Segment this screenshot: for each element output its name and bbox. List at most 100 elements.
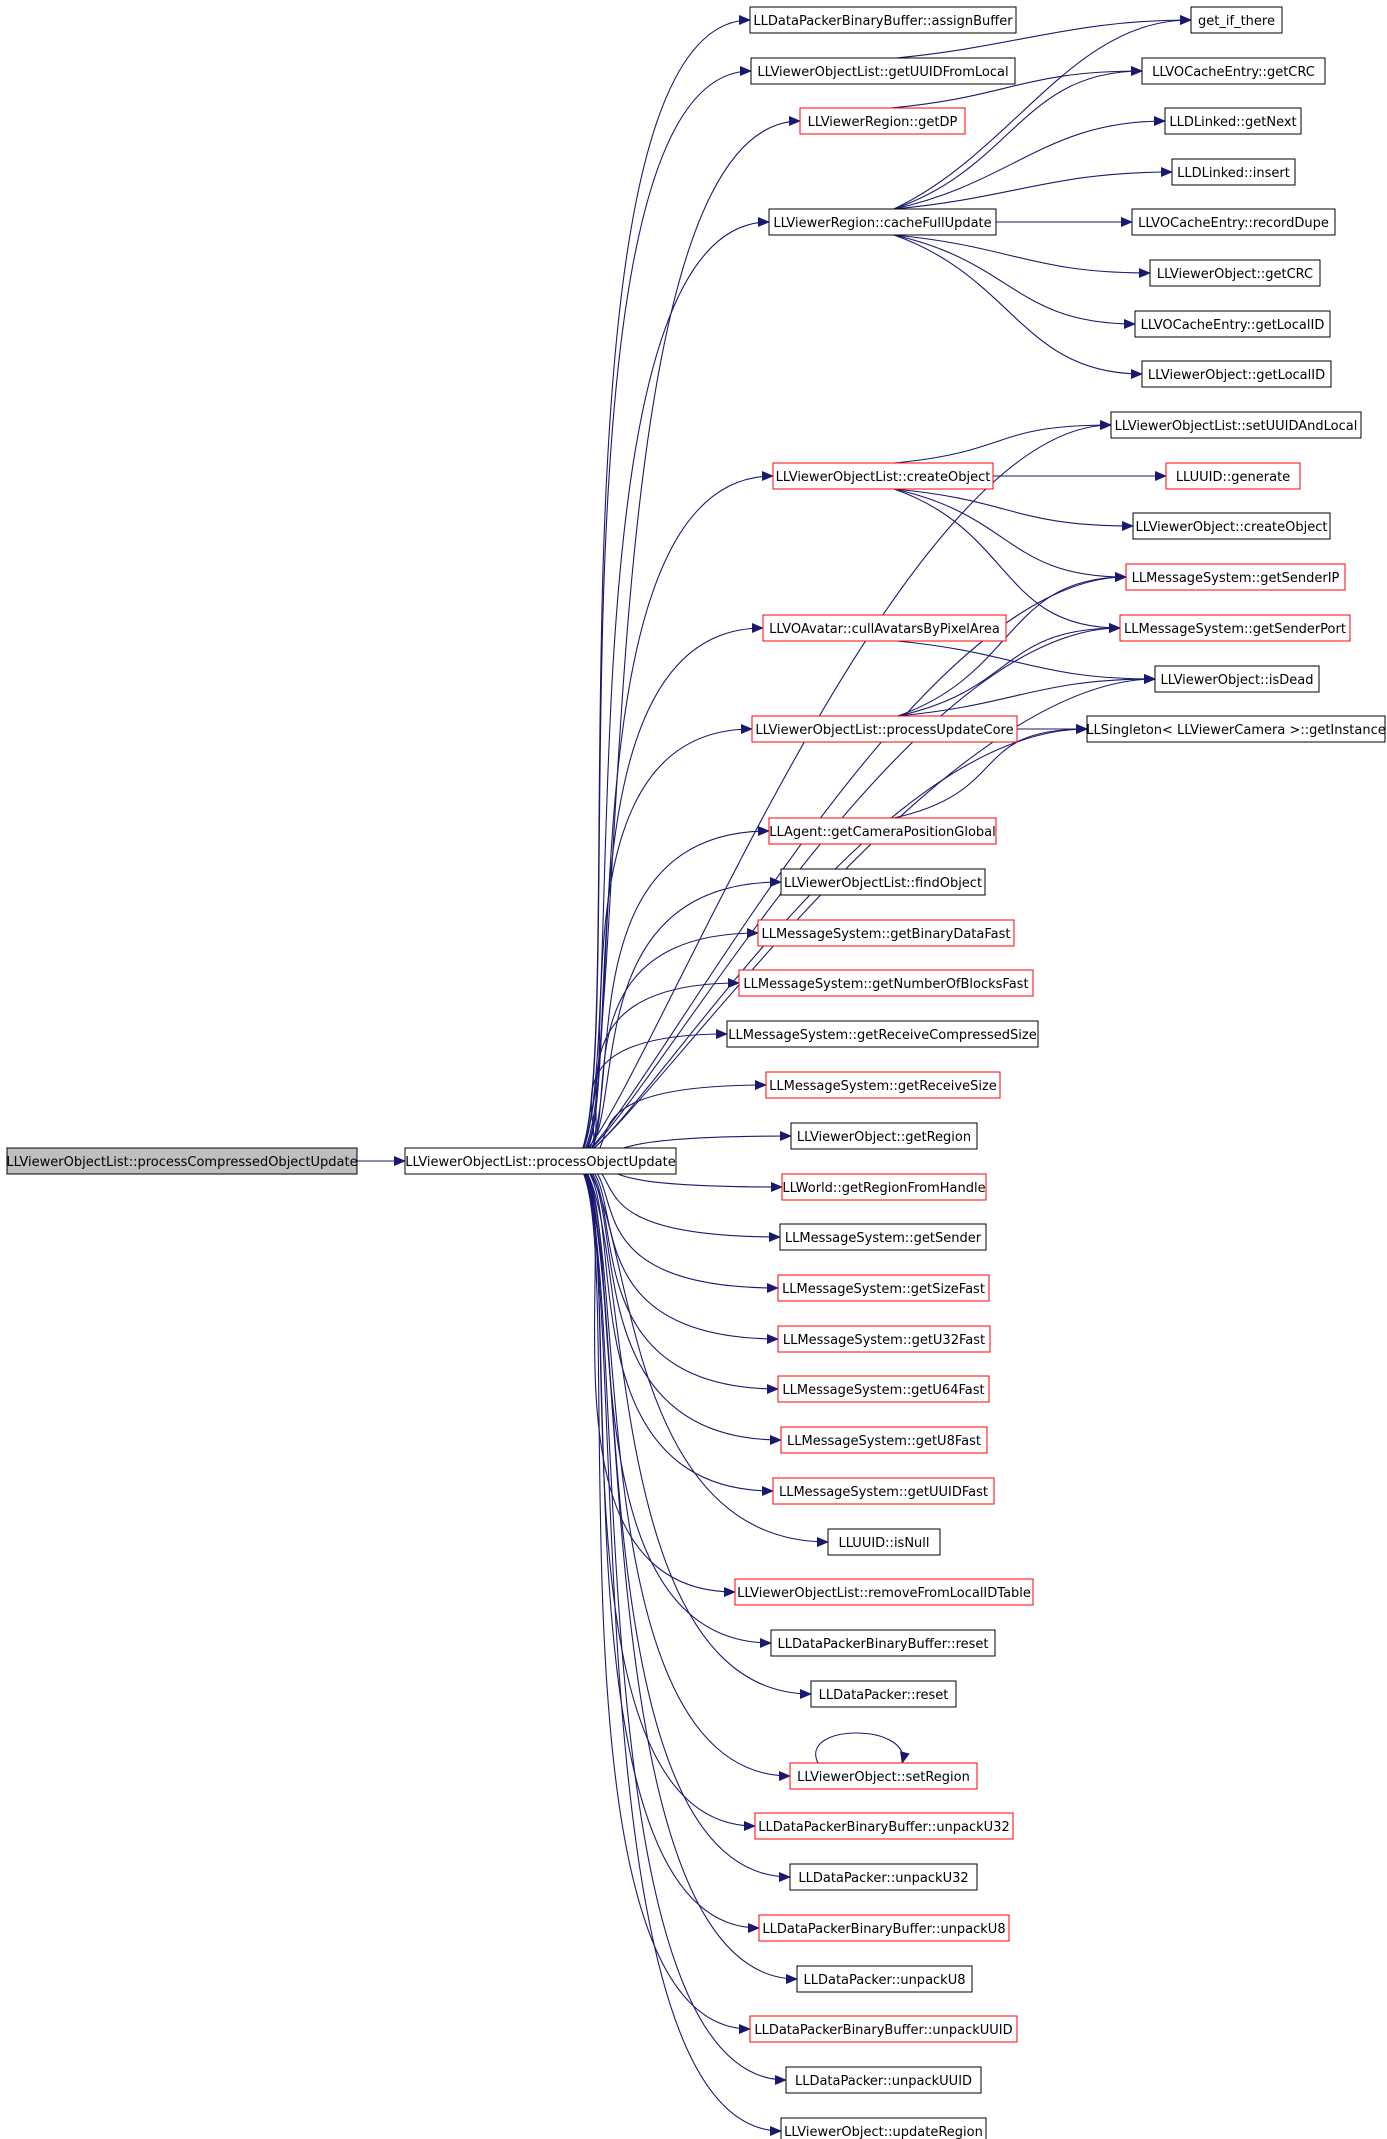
node-recdupe[interactable]: LLVOCacheEntry::recordDupe xyxy=(1131,208,1336,236)
node-label-singleton: LLSingleton< LLViewerCamera >::getInstan… xyxy=(1086,723,1385,738)
node-label-bbu8: LLDataPackerBinaryBuffer::unpackU8 xyxy=(762,1922,1005,1937)
node-llinsert[interactable]: LLDLinked::insert xyxy=(1171,158,1296,186)
node-label-bin: LLMessageSystem::getBinaryDataFast xyxy=(762,927,1011,942)
node-cull[interactable]: LLVOAvatar::cullAvatarsByPixelArea xyxy=(762,614,1007,642)
node-box-root xyxy=(6,1147,358,1175)
node-box-isdead xyxy=(1154,665,1320,693)
edge-pou-to-bbuuid xyxy=(575,1160,751,2034)
node-sendport[interactable]: LLMessageSystem::getSenderPort xyxy=(1119,614,1351,642)
node-box-vobjcrc xyxy=(1149,259,1321,287)
node-rcvsize[interactable]: LLMessageSystem::getReceiveSize xyxy=(765,1071,1001,1099)
node-core[interactable]: LLViewerObjectList::processUpdateCore xyxy=(751,715,1018,743)
node-box-dpuuid xyxy=(785,2066,982,2094)
node-sender[interactable]: LLMessageSystem::getSender xyxy=(779,1223,987,1251)
edge-pou-to-createobj xyxy=(575,471,774,1162)
node-label-vocreate: LLViewerObject::createObject xyxy=(1136,520,1328,535)
node-getuuidlocal[interactable]: LLViewerObjectList::getUUIDFromLocal xyxy=(750,57,1016,85)
node-updregion[interactable]: LLViewerObject::updateRegion xyxy=(780,2117,987,2139)
node-label-u64fast: LLMessageSystem::getU64Fast xyxy=(782,1383,984,1398)
edge-cachefull-to-llnext xyxy=(893,116,1166,210)
node-pou[interactable]: LLViewerObjectList::processObjectUpdate xyxy=(404,1147,677,1175)
node-box-cachefull xyxy=(768,208,997,236)
node-label-llinsert: LLDLinked::insert xyxy=(1177,166,1290,181)
node-dpu8[interactable]: LLDataPacker::unpackU8 xyxy=(796,1965,973,1993)
node-getregion[interactable]: LLViewerObject::getRegion xyxy=(790,1122,978,1150)
node-bbu32[interactable]: LLDataPackerBinaryBuffer::unpackU32 xyxy=(754,1812,1014,1840)
edge-pou-to-dpu32 xyxy=(575,1160,791,1882)
node-getifthere[interactable]: get_if_there xyxy=(1190,6,1283,34)
node-gen[interactable]: LLUUID::generate xyxy=(1165,462,1301,490)
edge-pou-to-removelocal xyxy=(575,1160,736,1597)
node-vocloc[interactable]: LLVOCacheEntry::getLocalID xyxy=(1134,310,1331,338)
node-box-bin xyxy=(757,919,1015,947)
edge-createobj-to-sendport xyxy=(893,488,1121,633)
edge-pou-to-u64fast xyxy=(575,1160,779,1394)
node-dpu32[interactable]: LLDataPacker::unpackU32 xyxy=(789,1863,978,1891)
node-box-uuidfast xyxy=(772,1477,995,1505)
node-label-core: LLViewerObjectList::processUpdateCore xyxy=(755,723,1013,738)
node-regionhandle[interactable]: LLWorld::getRegionFromHandle xyxy=(781,1173,987,1201)
node-uuidfast[interactable]: LLMessageSystem::getUUIDFast xyxy=(772,1477,995,1505)
node-label-getuuidlocal: LLViewerObjectList::getUUIDFromLocal xyxy=(757,65,1008,80)
node-llnext[interactable]: LLDLinked::getNext xyxy=(1164,107,1302,135)
node-box-vocrc xyxy=(1141,57,1326,85)
node-label-removelocal: LLViewerObjectList::removeFromLocalIDTab… xyxy=(737,1586,1031,1601)
node-label-rcvsize: LLMessageSystem::getReceiveSize xyxy=(769,1079,997,1094)
node-box-sizefast xyxy=(777,1274,990,1302)
node-u8fast[interactable]: LLMessageSystem::getU8Fast xyxy=(780,1426,988,1454)
node-sizefast[interactable]: LLMessageSystem::getSizeFast xyxy=(777,1274,990,1302)
node-setregion[interactable]: LLViewerObject::setRegion xyxy=(789,1762,978,1790)
node-box-setregion xyxy=(789,1762,978,1790)
node-u32fast[interactable]: LLMessageSystem::getU32Fast xyxy=(777,1325,991,1353)
node-dpreset[interactable]: LLDataPacker::reset xyxy=(810,1680,957,1708)
node-bbu8[interactable]: LLDataPackerBinaryBuffer::unpackU8 xyxy=(758,1914,1010,1942)
edge-cull-to-isdead xyxy=(896,640,1156,684)
node-getdp[interactable]: LLViewerRegion::getDP xyxy=(799,107,966,135)
node-box-singleton xyxy=(1086,715,1386,743)
node-numblk[interactable]: LLMessageSystem::getNumberOfBlocksFast xyxy=(738,969,1034,997)
node-bbreset[interactable]: LLDataPackerBinaryBuffer::reset xyxy=(770,1629,996,1657)
node-box-sendport xyxy=(1119,614,1351,642)
node-find[interactable]: LLViewerObjectList::findObject xyxy=(780,868,986,896)
node-vobjloc[interactable]: LLViewerObject::getLocalID xyxy=(1141,360,1332,388)
node-box-getuuidlocal xyxy=(750,57,1016,85)
node-root[interactable]: LLViewerObjectList::processCompressedObj… xyxy=(6,1147,358,1175)
node-isnull[interactable]: LLUUID::isNull xyxy=(827,1528,941,1556)
node-label-sizefast: LLMessageSystem::getSizeFast xyxy=(782,1282,985,1297)
node-isdead[interactable]: LLViewerObject::isDead xyxy=(1154,665,1320,693)
node-cachefull[interactable]: LLViewerRegion::cacheFullUpdate xyxy=(768,208,997,236)
node-label-dpreset: LLDataPacker::reset xyxy=(819,1688,949,1703)
edge-getdp-to-vocrc xyxy=(890,66,1143,109)
node-vocreate[interactable]: LLViewerObject::createObject xyxy=(1132,512,1331,540)
edge-pou-to-dpu8 xyxy=(575,1160,798,1984)
node-vocrc[interactable]: LLVOCacheEntry::getCRC xyxy=(1141,57,1326,85)
node-bin[interactable]: LLMessageSystem::getBinaryDataFast xyxy=(757,919,1015,947)
node-singleton[interactable]: LLSingleton< LLViewerCamera >::getInstan… xyxy=(1086,715,1386,743)
node-box-bbu32 xyxy=(754,1812,1014,1840)
node-vobjcrc[interactable]: LLViewerObject::getCRC xyxy=(1149,259,1321,287)
node-box-getifthere xyxy=(1190,6,1283,34)
node-createobj[interactable]: LLViewerObjectList::createObject xyxy=(772,462,994,490)
node-box-bbreset xyxy=(770,1629,996,1657)
node-label-isnull: LLUUID::isNull xyxy=(838,1536,929,1551)
node-setuuid[interactable]: LLViewerObjectList::setUUIDAndLocal xyxy=(1110,411,1362,439)
node-box-createobj xyxy=(772,462,994,490)
nodes-layer: LLViewerObjectList::processCompressedObj… xyxy=(6,6,1386,2139)
node-campos[interactable]: LLAgent::getCameraPositionGlobal xyxy=(768,817,997,845)
node-rcvcomp[interactable]: LLMessageSystem::getReceiveCompressedSiz… xyxy=(726,1020,1039,1048)
node-box-cull xyxy=(762,614,1007,642)
node-bbuuid[interactable]: LLDataPackerBinaryBuffer::unpackUUID xyxy=(749,2015,1018,2043)
node-dpuuid[interactable]: LLDataPacker::unpackUUID xyxy=(785,2066,982,2094)
node-sendip[interactable]: LLMessageSystem::getSenderIP xyxy=(1125,563,1346,591)
node-box-getdp xyxy=(799,107,966,135)
node-label-regionhandle: LLWorld::getRegionFromHandle xyxy=(782,1181,985,1196)
node-box-campos xyxy=(768,817,997,845)
node-u64fast[interactable]: LLMessageSystem::getU64Fast xyxy=(777,1375,990,1403)
node-label-find: LLViewerObjectList::findObject xyxy=(784,876,982,891)
node-label-updregion: LLViewerObject::updateRegion xyxy=(784,2125,983,2139)
node-label-gen: LLUUID::generate xyxy=(1176,470,1290,485)
edge-setregion-to-setregion xyxy=(815,1732,910,1764)
node-assign[interactable]: LLDataPackerBinaryBuffer::assignBuffer xyxy=(749,6,1017,34)
node-removelocal[interactable]: LLViewerObjectList::removeFromLocalIDTab… xyxy=(734,1578,1034,1606)
node-label-vocloc: LLVOCacheEntry::getLocalID xyxy=(1141,318,1325,333)
